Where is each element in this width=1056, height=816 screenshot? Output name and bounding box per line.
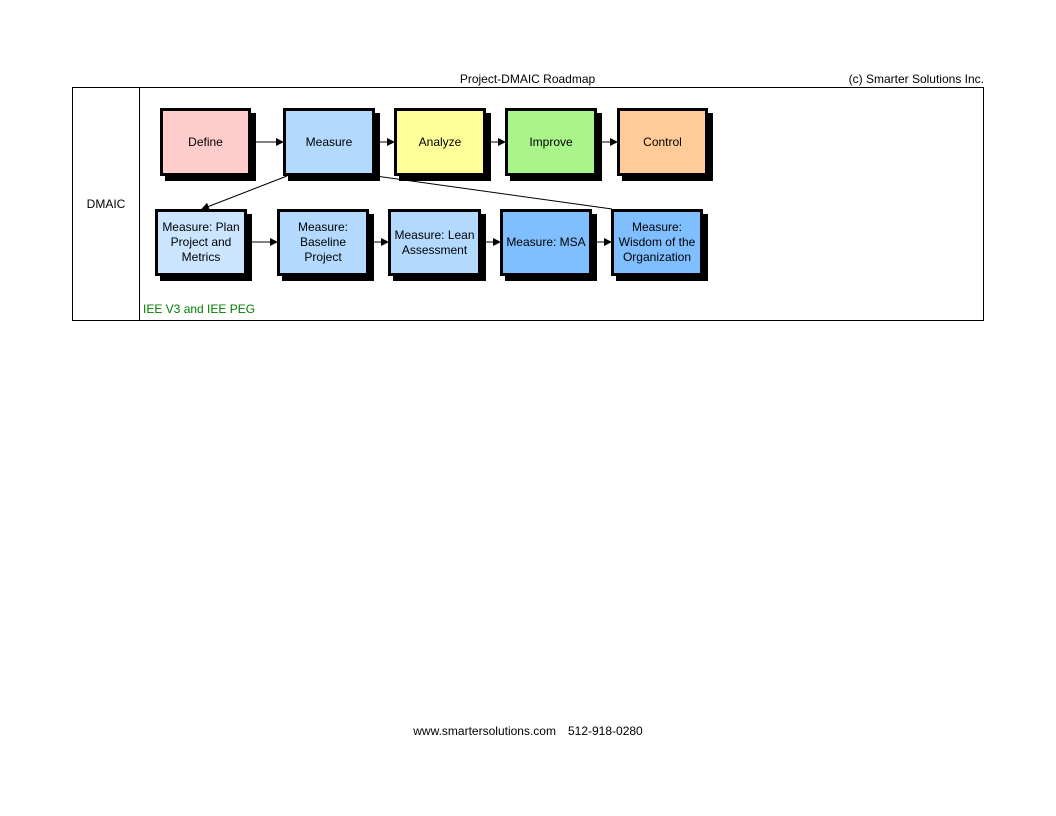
expand-line-left [201,175,288,211]
measure-step-plan-project: Measure: Plan Project and Metrics [155,209,247,276]
measure-step-msa: Measure: MSA [500,209,592,276]
measure-step-wisdom: Measure: Wisdom of the Organization [611,209,703,276]
source-note: IEE V3 and IEE PEG [143,302,256,316]
measure-step-label: Measure: Plan Project and Metrics [162,220,240,264]
phase-box-analyze: Analyze [394,108,486,176]
measure-step-label: Measure: MSA [506,235,586,249]
roadmap-frame: DMAIC IEE V3 and IEE PEG [72,87,984,321]
copyright-notice: (c) Smarter Solutions Inc. [848,72,984,86]
measure-step-baseline: Measure: Baseline Project [277,209,369,276]
measure-step-lean: Measure: Lean Assessment [388,209,481,276]
expand-line-right [375,175,613,210]
phase-box-define: Define [160,108,251,176]
row-divider [139,88,140,320]
footer-phone: 512-918-0280 [567,724,643,738]
page-title: Project-DMAIC Roadmap [459,72,596,86]
measure-step-label: Measure: Baseline Project [297,220,349,264]
footer-website: www.smartersolutions.com [413,724,556,738]
phase-box-improve: Improve [505,108,597,176]
measure-step-label: Measure: Lean Assessment [394,227,475,257]
phase-box-control: Control [617,108,708,176]
footer: www.smartersolutions.com 512-918-0280 [0,724,1056,738]
phase-box-measure: Measure [283,108,375,176]
measure-step-label: Measure: Wisdom of the Organization [618,220,696,264]
row-label-dmaic: DMAIC [86,197,126,211]
